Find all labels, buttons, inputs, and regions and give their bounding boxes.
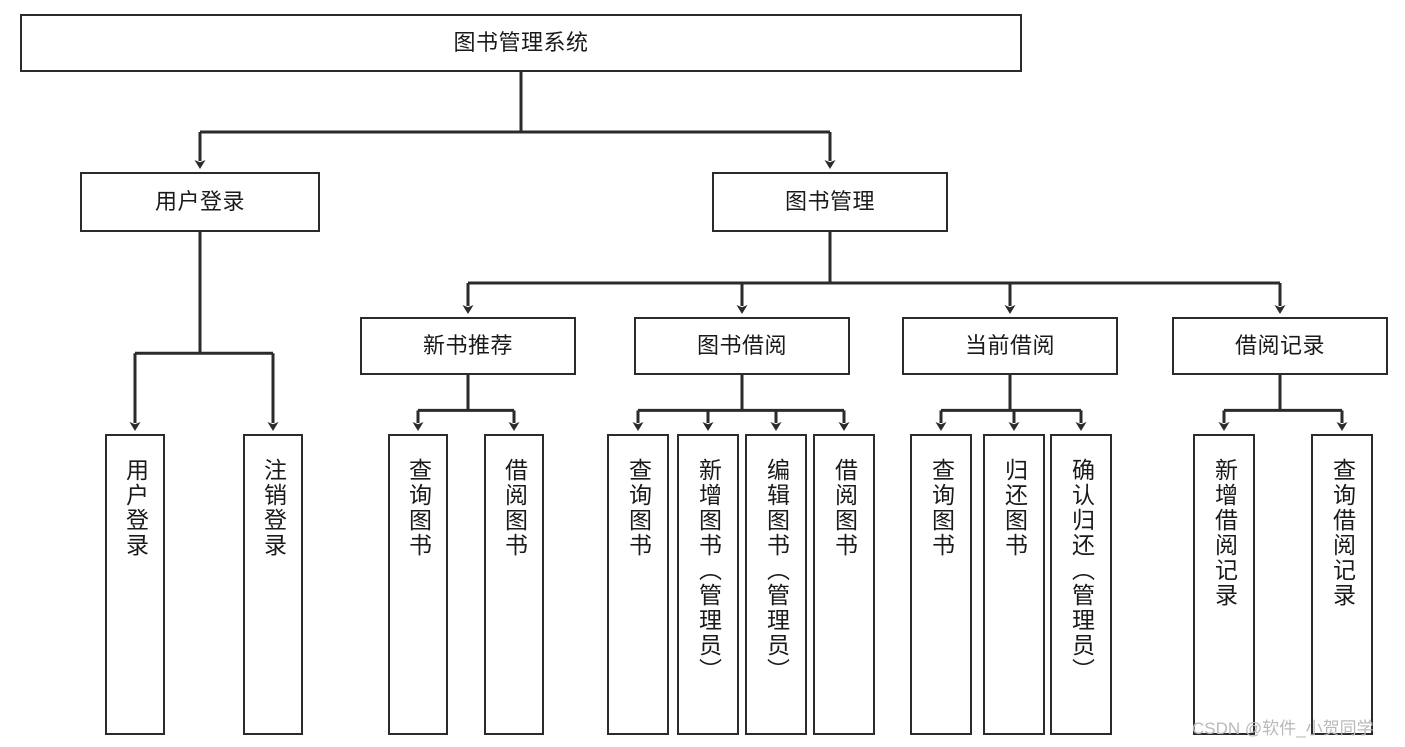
node-newbook[interactable]: 新书推荐: [360, 317, 576, 375]
node-leaf-borrow-2[interactable]: 新增图书（管理员）: [677, 434, 739, 735]
node-root[interactable]: 图书管理系统: [20, 14, 1022, 72]
node-borrow[interactable]: 图书借阅: [634, 317, 850, 375]
node-leaf-new-2[interactable]: 借阅图书: [484, 434, 544, 735]
csdn-watermark: CSDN @软件_小贺同学: [1192, 719, 1374, 738]
node-label: 确认归还（管理员）: [1068, 458, 1095, 683]
node-label: 查询借阅记录: [1329, 458, 1356, 608]
node-label: 查询图书: [405, 458, 432, 558]
node-label: 查询图书: [625, 458, 652, 558]
node-label: 注销登录: [260, 458, 287, 558]
node-leaf-borrow-1[interactable]: 查询图书: [607, 434, 669, 735]
node-label: 当前借阅: [964, 332, 1055, 358]
node-login[interactable]: 用户登录: [80, 172, 320, 232]
node-leaf-login-1[interactable]: 用户登录: [105, 434, 165, 735]
node-leaf-rec-1[interactable]: 新增借阅记录: [1193, 434, 1255, 735]
node-label: 编辑图书（管理员）: [763, 458, 790, 683]
node-label: 新增图书（管理员）: [695, 458, 722, 683]
node-leaf-borrow-4[interactable]: 借阅图书: [813, 434, 875, 735]
node-bookmgmt[interactable]: 图书管理: [712, 172, 948, 232]
node-label: 归还图书: [1001, 458, 1028, 558]
node-label: 查询图书: [928, 458, 955, 558]
node-label: 借阅图书: [831, 458, 858, 558]
node-label: 用户登录: [122, 458, 149, 558]
node-label: 用户登录: [154, 188, 245, 214]
node-label: 新增借阅记录: [1211, 458, 1238, 608]
node-leaf-rec-2[interactable]: 查询借阅记录: [1311, 434, 1373, 735]
node-label: 新书推荐: [422, 332, 513, 358]
node-label: 借阅图书: [501, 458, 528, 558]
node-label: 借阅记录: [1234, 332, 1325, 358]
node-leaf-borrow-3[interactable]: 编辑图书（管理员）: [745, 434, 807, 735]
node-leaf-cur-1[interactable]: 查询图书: [910, 434, 972, 735]
node-leaf-login-2[interactable]: 注销登录: [243, 434, 303, 735]
node-records[interactable]: 借阅记录: [1172, 317, 1388, 375]
node-label: 图书借阅: [696, 332, 787, 358]
node-leaf-cur-3[interactable]: 确认归还（管理员）: [1050, 434, 1112, 735]
node-current[interactable]: 当前借阅: [902, 317, 1118, 375]
node-leaf-cur-2[interactable]: 归还图书: [983, 434, 1045, 735]
node-leaf-new-1[interactable]: 查询图书: [388, 434, 448, 735]
node-label: 图书管理: [784, 188, 875, 214]
node-label: 图书管理系统: [453, 29, 589, 55]
